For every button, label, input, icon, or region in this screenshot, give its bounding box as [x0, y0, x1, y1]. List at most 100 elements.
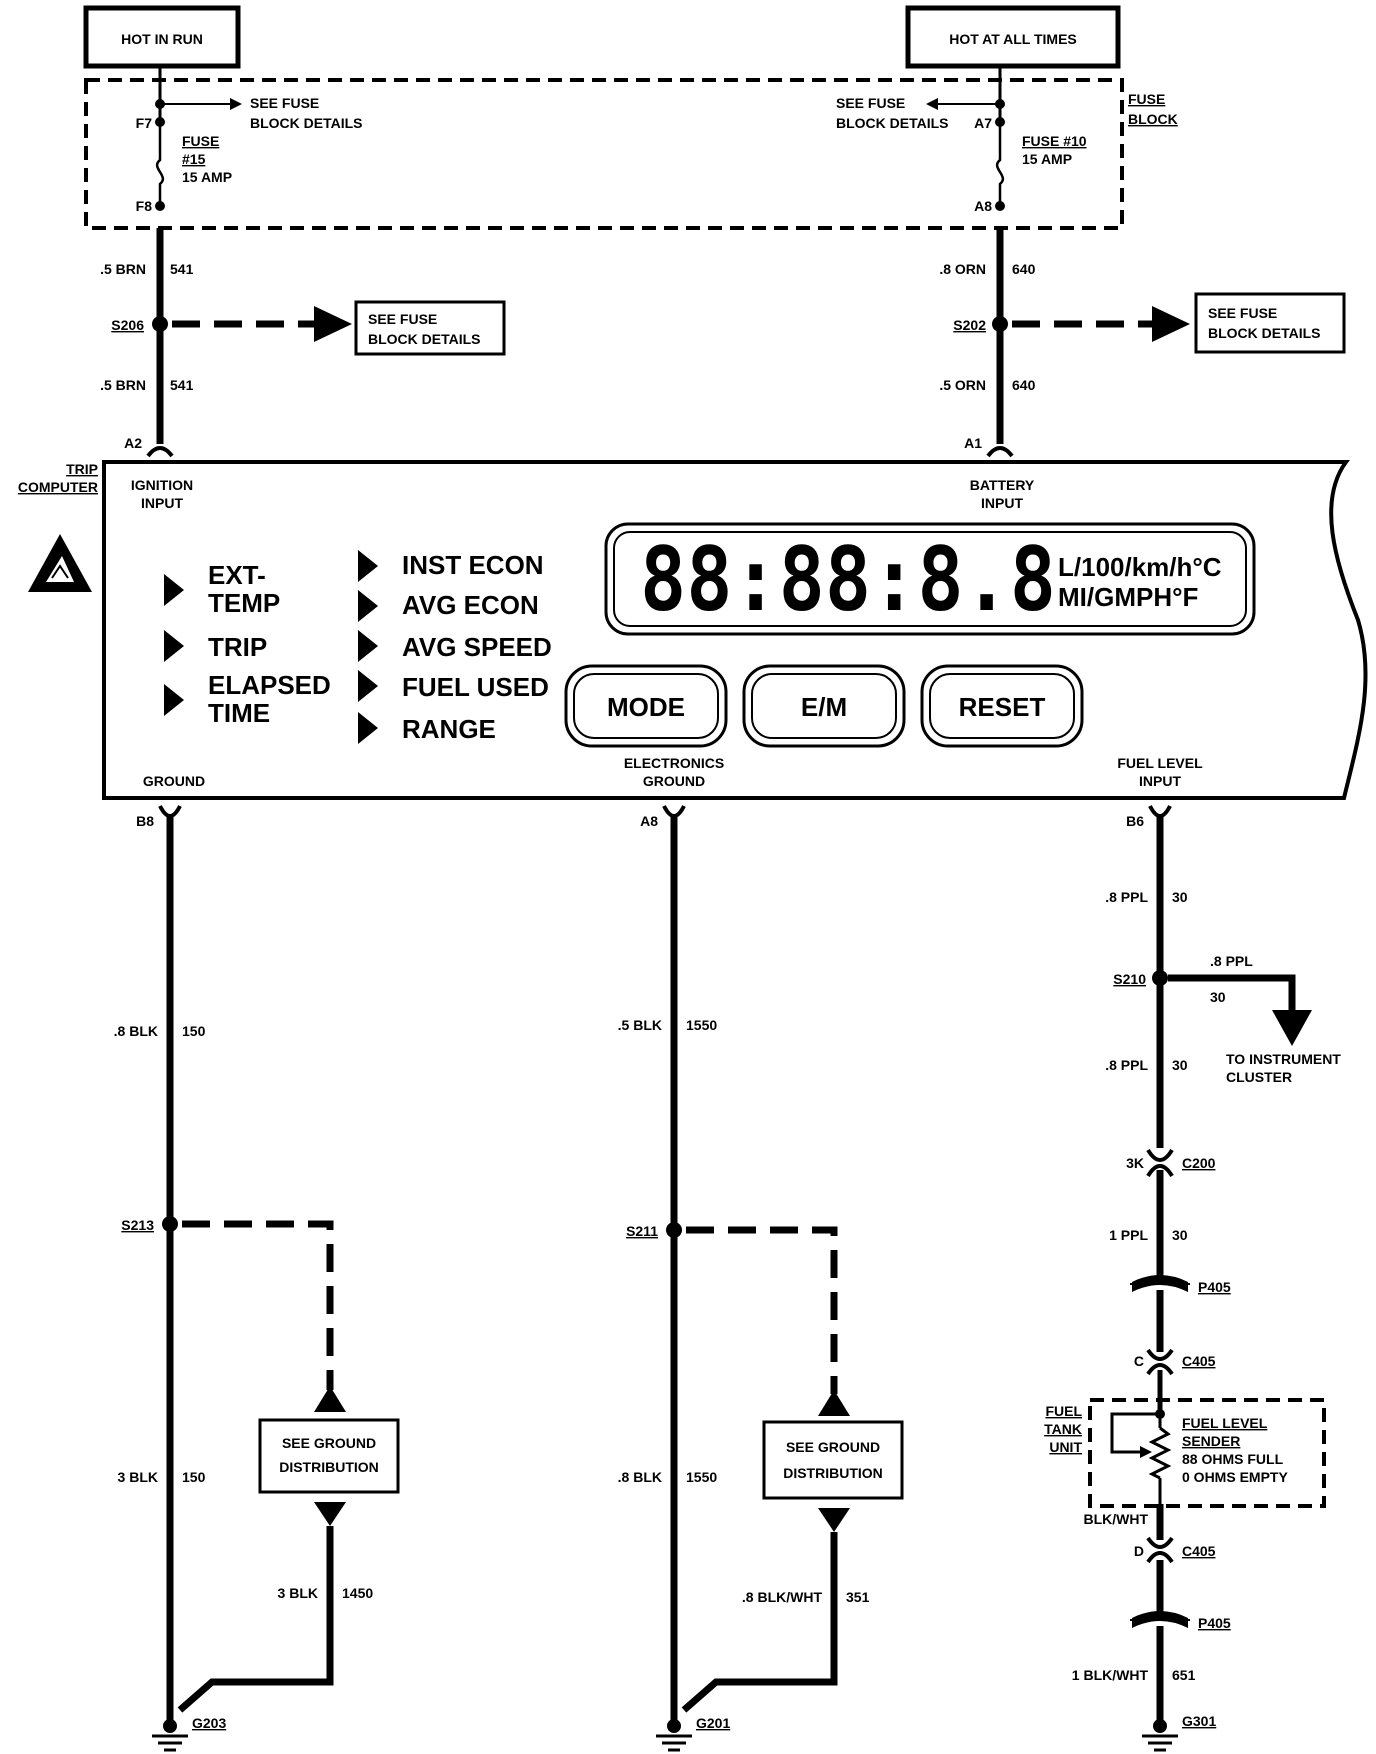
- mode-button-label: MODE: [607, 692, 685, 722]
- fuse-10-see-2: BLOCK DETAILS: [836, 115, 949, 131]
- fuel-sender-2: SENDER: [1182, 1433, 1240, 1449]
- circuit-1550-lower: 1550: [686, 1469, 717, 1485]
- ignition-input-label-1: IGNITION: [131, 477, 193, 493]
- circuit-150-upper: 150: [182, 1023, 206, 1039]
- to-instrument-cluster-1: TO INSTRUMENT: [1226, 1051, 1341, 1067]
- wire-1450: 3 BLK: [278, 1585, 318, 1601]
- em-button-label: E/M: [801, 692, 847, 722]
- fuse-15-see-1: SEE FUSE: [250, 95, 319, 111]
- circuit-541-upper: 541: [170, 261, 194, 277]
- fuse-block-label-2: BLOCK: [1128, 111, 1178, 127]
- wire-640-lower: .5 ORN: [939, 377, 986, 393]
- display-digits: 88:88:8.8: [640, 528, 1056, 631]
- display-units-english: MI/GMPH°F: [1058, 582, 1198, 612]
- s213-see-2: DISTRIBUTION: [279, 1459, 379, 1475]
- source-hot-in-run: HOT IN RUN: [83, 5, 241, 69]
- ground-g201: G201: [696, 1715, 730, 1731]
- fuse-block-label-1: FUSE: [1128, 91, 1165, 107]
- digital-display: 88:88:8.8 L/100/km/h°C MI/GMPH°F: [604, 522, 1256, 636]
- fuse-15-rating: 15 AMP: [182, 169, 232, 185]
- passthrough-p405-top: P405: [1198, 1279, 1231, 1295]
- indicator-arrow-icon: [164, 574, 184, 606]
- mode-button[interactable]: MODE: [564, 664, 728, 748]
- circuit-351: 351: [846, 1589, 870, 1605]
- esd-warning-icon: [28, 534, 92, 592]
- s206-see-1: SEE FUSE: [368, 311, 437, 327]
- fuse-15-see-2: BLOCK DETAILS: [250, 115, 363, 131]
- mode-avg-econ: AVG ECON: [402, 590, 539, 620]
- wire-30-c: 1 PPL: [1109, 1227, 1148, 1243]
- circuit-1550-upper: 1550: [686, 1017, 717, 1033]
- pin-b8: B8: [136, 813, 154, 829]
- fuse-10: A7 A8 SEE FUSE BLOCK DETAILS FUSE #10 15…: [836, 66, 1087, 214]
- mode-range: RANGE: [402, 714, 496, 744]
- pin-a1: A1: [964, 435, 982, 451]
- fuse-15-pin-out: F8: [136, 198, 153, 214]
- splice-s210: S210: [1113, 971, 1146, 987]
- source-hot-in-run-label: HOT IN RUN: [121, 31, 203, 47]
- fuel-level-input-label-1: FUEL LEVEL: [1117, 755, 1203, 771]
- pin-a2: A2: [124, 435, 142, 451]
- indicator-arrow-icon: [358, 712, 378, 744]
- mode-inst-econ: INST ECON: [402, 550, 544, 580]
- ground-symbol-icon: [656, 1734, 692, 1752]
- wire-351: .8 BLK/WHT: [742, 1589, 823, 1605]
- c405-bot-pin: D: [1134, 1543, 1144, 1559]
- fuse-10-pin-out: A8: [974, 198, 992, 214]
- fuel-tank-unit-1: FUEL: [1045, 1403, 1082, 1419]
- wire-30-b: .8 PPL: [1105, 1057, 1148, 1073]
- connector-c405-bottom: C405: [1182, 1543, 1216, 1559]
- trip-computer-module: TRIP COMPUTER IGNITION INPUT BATTERY INP…: [18, 460, 1368, 800]
- battery-input-label-1: BATTERY: [970, 477, 1035, 493]
- wire-150-upper: .8 BLK: [114, 1023, 158, 1039]
- mode-avg-speed: AVG SPEED: [402, 632, 552, 662]
- indicator-arrow-icon: [164, 684, 184, 716]
- elec-ground-label-1: ELECTRONICS: [624, 755, 724, 771]
- fuse-10-see-1: SEE FUSE: [836, 95, 905, 111]
- wire-541-upper: .5 BRN: [100, 261, 146, 277]
- splice-s206: S206: [111, 317, 144, 333]
- fuel-tank-unit-2: TANK: [1044, 1421, 1082, 1437]
- connector-c405-top: C405: [1182, 1353, 1216, 1369]
- mode-ext-temp-2: TEMP: [208, 588, 280, 618]
- splice-s202: S202: [953, 317, 986, 333]
- fuse-10-pin-in: A7: [974, 115, 992, 131]
- ignition-wire: SEE FUSE BLOCK DETAILS .5 BRN 541 S206 .…: [100, 228, 506, 458]
- fuel-sender-3: 88 OHMS FULL: [1182, 1451, 1284, 1467]
- fuel-level-circuit: B6 .8 PPL 30 S210 .8 PPL 30 TO INSTRUMEN…: [1044, 805, 1341, 1752]
- circuit-30-b: 30: [1172, 1057, 1188, 1073]
- ground-label: GROUND: [143, 773, 205, 789]
- s211-see-1: SEE GROUND: [786, 1439, 880, 1455]
- fuel-level-input-label-2: INPUT: [1139, 773, 1181, 789]
- circuit-30-branch: 30: [1210, 989, 1226, 1005]
- s202-see-1: SEE FUSE: [1208, 305, 1277, 321]
- passthrough-p405-bottom: P405: [1198, 1615, 1231, 1631]
- ground-g203: G203: [192, 1715, 226, 1731]
- to-instrument-cluster-2: CLUSTER: [1226, 1069, 1292, 1085]
- indicator-arrow-icon: [358, 670, 378, 702]
- fuse-10-rating: 15 AMP: [1022, 151, 1072, 167]
- circuit-541-lower: 541: [170, 377, 194, 393]
- circuit-640-upper: 640: [1012, 261, 1036, 277]
- indicator-arrow-icon: [164, 630, 184, 662]
- indicator-arrow-icon: [358, 590, 378, 622]
- mode-fuel-used: FUEL USED: [402, 672, 549, 702]
- ground-circuit: B8 .8 BLK 150 S213 SEE GROUND DISTRIBUTI…: [114, 805, 400, 1752]
- s211-see-2: DISTRIBUTION: [783, 1465, 883, 1481]
- fuse-15-name-1: FUSE: [182, 133, 219, 149]
- mode-elapsed-1: ELAPSED: [208, 670, 331, 700]
- ground-g301: G301: [1182, 1713, 1216, 1729]
- wire-150-lower: 3 BLK: [118, 1469, 158, 1485]
- fuse-block: FUSE BLOCK: [84, 78, 1178, 230]
- circuit-1450: 1450: [342, 1585, 373, 1601]
- module-name-2: COMPUTER: [18, 479, 98, 495]
- reset-button[interactable]: RESET: [920, 664, 1084, 748]
- battery-wire: SEE FUSE BLOCK DETAILS .8 ORN 640 S202 .…: [939, 228, 1346, 458]
- ground-symbol-icon: [152, 1734, 188, 1752]
- mode-elapsed-2: TIME: [208, 698, 270, 728]
- splice-s211: S211: [626, 1223, 658, 1239]
- em-button[interactable]: E/M: [742, 664, 906, 748]
- fuel-sender-4: 0 OHMS EMPTY: [1182, 1469, 1288, 1485]
- ignition-input-label-2: INPUT: [141, 495, 183, 511]
